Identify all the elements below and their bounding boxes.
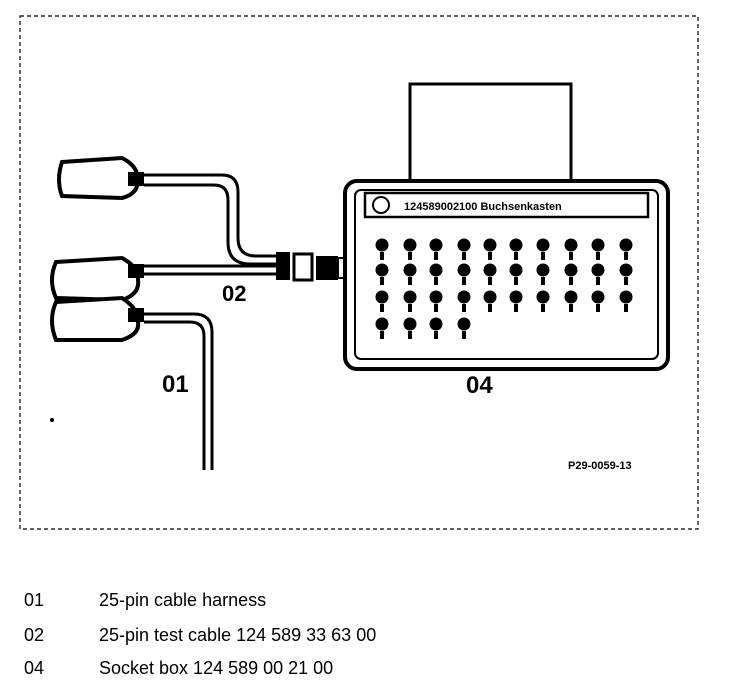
socket-pin xyxy=(619,290,633,304)
socket-pin-number-mark xyxy=(434,252,438,260)
socket-pin-number-mark xyxy=(541,252,545,260)
socket-pin-number-mark xyxy=(514,304,518,312)
socket-pin-number-mark xyxy=(569,252,573,260)
socket-box-label: 124589002100 Buchsenkasten xyxy=(404,201,562,213)
figure-id: P29-0059-13 xyxy=(568,460,632,472)
socket-pin-number-mark xyxy=(624,277,628,285)
socket-pin xyxy=(429,263,443,277)
legend-description: 25-pin cable harness xyxy=(99,590,267,610)
socket-pin xyxy=(591,290,605,304)
socket-pin-number-mark xyxy=(569,277,573,285)
socket-pin xyxy=(403,263,417,277)
socket-box-label-strip xyxy=(363,191,650,219)
socket-pin-number-mark xyxy=(408,277,412,285)
socket-pin xyxy=(457,263,471,277)
legend-item: 02 25-pin test cable 124 589 33 63 00 xyxy=(0,623,736,647)
legend-code: 02 xyxy=(24,625,45,645)
stray-dot xyxy=(50,418,54,422)
socket-pin-number-mark xyxy=(380,331,384,339)
socket-pin xyxy=(536,238,550,252)
legend-item: 04 Socket box 124 589 00 21 00 xyxy=(0,656,736,680)
socket-pin-number-mark xyxy=(380,304,384,312)
socket-pin-number-mark xyxy=(408,252,412,260)
socket-pin xyxy=(375,290,389,304)
socket-pin xyxy=(429,317,443,331)
socket-pin xyxy=(509,263,523,277)
legend-code: 01 xyxy=(24,590,45,610)
socket-pin-number-mark xyxy=(488,252,492,260)
socket-pin-number-mark xyxy=(408,331,412,339)
socket-pin-number-mark xyxy=(596,304,600,312)
socket-pin-number-mark xyxy=(380,252,384,260)
socket-pin-number-mark xyxy=(541,304,545,312)
socket-pin-number-mark xyxy=(514,277,518,285)
socket-pin-number-mark xyxy=(380,277,384,285)
socket-pin xyxy=(403,290,417,304)
callout-01: 01 xyxy=(162,371,189,398)
socket-pin-number-mark xyxy=(624,252,628,260)
socket-pin xyxy=(591,238,605,252)
socket-pin-number-mark xyxy=(596,252,600,260)
legend-description: Socket box 124 589 00 21 00 xyxy=(99,658,334,678)
callout-02: 02 xyxy=(222,281,246,306)
socket-pin-number-mark xyxy=(462,304,466,312)
socket-pin-number-mark xyxy=(434,304,438,312)
socket-pin xyxy=(429,290,443,304)
connector-plug-bottom xyxy=(50,295,144,342)
callout-04: 04 xyxy=(466,372,493,399)
bridge-wire xyxy=(408,82,573,238)
socket-pin xyxy=(564,290,578,304)
socket-pin xyxy=(564,238,578,252)
socket-pin-number-mark xyxy=(434,277,438,285)
socket-pin xyxy=(619,263,633,277)
socket-box-inner xyxy=(354,189,659,360)
socket-pin xyxy=(457,290,471,304)
socket-pins xyxy=(375,238,633,339)
socket-pin-number-mark xyxy=(624,304,628,312)
socket-pin xyxy=(483,290,497,304)
socket-pin xyxy=(457,317,471,331)
socket-pin-number-mark xyxy=(434,331,438,339)
socket-box-diagram: 124589002100 Buchsenkasten 01 02 04 P29-… xyxy=(19,15,699,530)
legend-item: 01 25-pin cable harness xyxy=(0,588,736,612)
socket-pin xyxy=(375,263,389,277)
connector-plug-middle xyxy=(50,255,144,303)
socket-pin-number-mark xyxy=(488,277,492,285)
socket-pin xyxy=(591,263,605,277)
socket-pin-number-mark xyxy=(514,252,518,260)
socket-pin xyxy=(619,238,633,252)
cable-paths xyxy=(144,173,282,470)
socket-pin-number-mark xyxy=(596,277,600,285)
socket-pin xyxy=(536,263,550,277)
socket-pin xyxy=(509,290,523,304)
socket-pin-number-mark xyxy=(569,304,573,312)
socket-pin xyxy=(375,238,389,252)
socket-pin-number-mark xyxy=(462,252,466,260)
socket-pin xyxy=(483,263,497,277)
test-cable-connector xyxy=(276,252,349,282)
socket-pin xyxy=(457,238,471,252)
socket-pin xyxy=(375,317,389,331)
legend-code: 04 xyxy=(24,658,45,678)
socket-pin xyxy=(536,290,550,304)
socket-pin xyxy=(429,238,443,252)
indicator-circle xyxy=(372,196,390,214)
socket-pin xyxy=(564,263,578,277)
socket-pin xyxy=(483,238,497,252)
socket-pin xyxy=(509,238,523,252)
socket-pin xyxy=(403,317,417,331)
connector-plug-top xyxy=(57,155,144,201)
socket-pin xyxy=(403,238,417,252)
socket-pin-number-mark xyxy=(462,331,466,339)
socket-pin-number-mark xyxy=(541,277,545,285)
legend-description: 25-pin test cable 124 589 33 63 00 xyxy=(99,625,377,645)
socket-pin-number-mark xyxy=(488,304,492,312)
socket-pin-number-mark xyxy=(408,304,412,312)
socket-pin-number-mark xyxy=(462,277,466,285)
figure-frame xyxy=(19,15,699,530)
